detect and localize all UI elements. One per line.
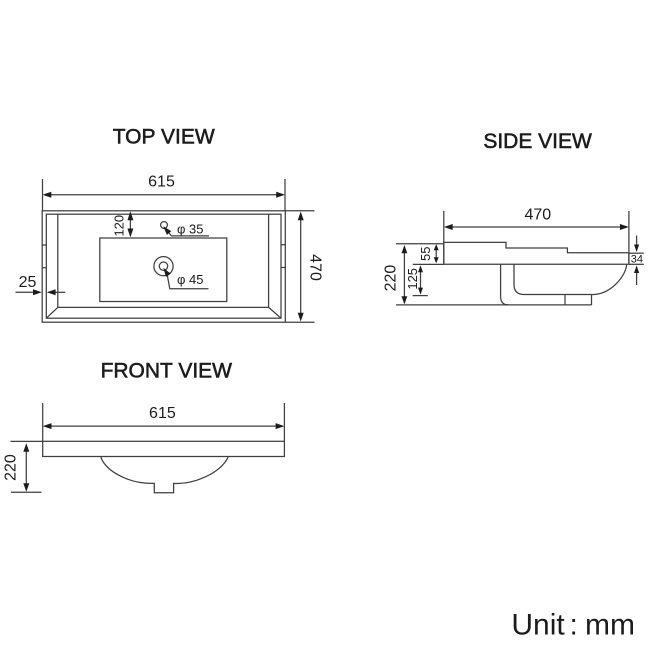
svg-text::: :	[570, 609, 578, 642]
svg-text:55: 55	[418, 247, 433, 261]
svg-text:615: 615	[149, 405, 176, 422]
svg-text:Unit: Unit	[511, 609, 565, 642]
svg-text:SIDE VIEW: SIDE VIEW	[483, 130, 592, 153]
svg-text:mm: mm	[585, 609, 635, 642]
svg-text:φ 35: φ 35	[177, 221, 204, 236]
svg-text:220: 220	[3, 454, 20, 481]
svg-text:120: 120	[112, 215, 127, 237]
svg-text:25: 25	[19, 274, 37, 291]
svg-text:TOP VIEW: TOP VIEW	[113, 125, 215, 148]
svg-text:34: 34	[631, 254, 643, 266]
svg-text:FRONT VIEW: FRONT VIEW	[101, 360, 233, 383]
svg-text:470: 470	[307, 254, 324, 281]
svg-text:220: 220	[382, 265, 399, 292]
svg-text:φ 45: φ 45	[177, 272, 204, 287]
svg-text:470: 470	[524, 206, 551, 223]
svg-text:615: 615	[148, 173, 175, 190]
svg-text:125: 125	[405, 268, 420, 290]
